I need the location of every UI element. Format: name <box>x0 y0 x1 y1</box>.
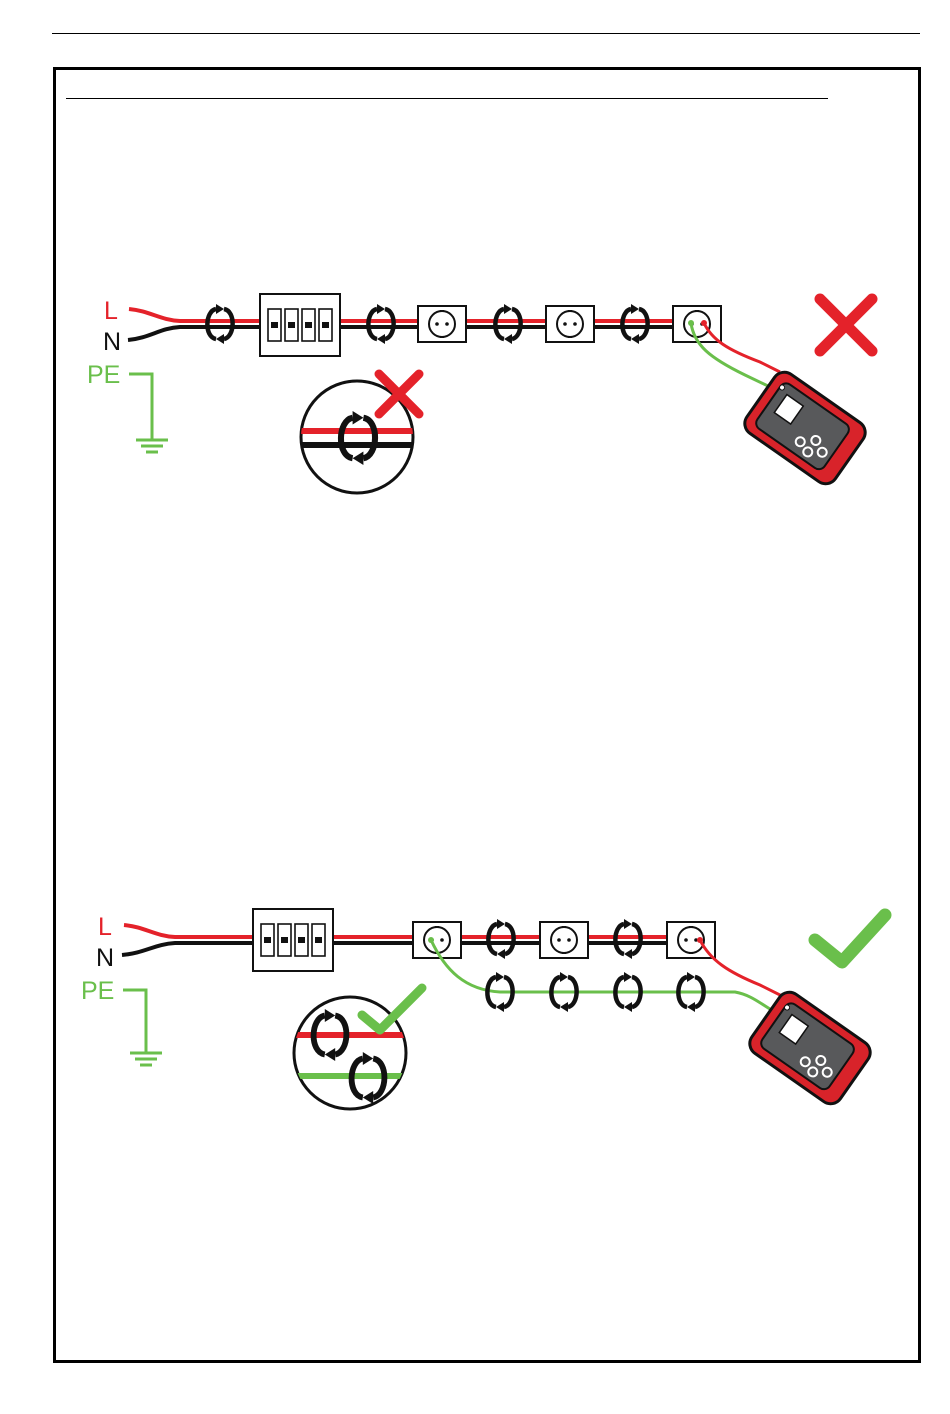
earth-icon <box>136 418 168 452</box>
label-neutral-bottom: N <box>96 944 114 972</box>
cross-icon <box>820 299 872 351</box>
supply-labels-top: L N PE <box>87 297 121 389</box>
current-clamp-icon <box>495 304 520 344</box>
neutral-conductor-bottom <box>122 943 690 955</box>
current-clamp-icon <box>368 304 393 344</box>
distribution-board-bottom <box>253 909 333 971</box>
earth-lead-top <box>129 374 152 420</box>
earth-icon <box>130 1031 162 1065</box>
socket-outlet-icon <box>540 922 588 958</box>
check-icon <box>815 915 885 962</box>
distribution-board-top <box>260 294 340 356</box>
current-clamp-icon <box>207 304 232 344</box>
current-clamp-icon <box>622 304 647 344</box>
label-earth-top: PE <box>87 361 120 389</box>
label-live-top: L <box>104 297 118 325</box>
socket-outlet-icon <box>418 306 466 342</box>
supply-labels-bottom: L N PE <box>81 913 114 1005</box>
tester-device-top <box>740 368 870 489</box>
label-live-bottom: L <box>98 913 112 941</box>
label-neutral-top: N <box>103 328 121 356</box>
earth-lead-bottom <box>123 990 146 1033</box>
live-conductor-bottom <box>124 925 690 937</box>
diagram-incorrect: L N PE <box>87 294 872 493</box>
label-earth-bottom: PE <box>81 977 114 1005</box>
test-lead-earth-bottom <box>431 940 775 1012</box>
diagram-correct: L N PE <box>81 909 885 1109</box>
socket-outlet-icon <box>546 306 594 342</box>
